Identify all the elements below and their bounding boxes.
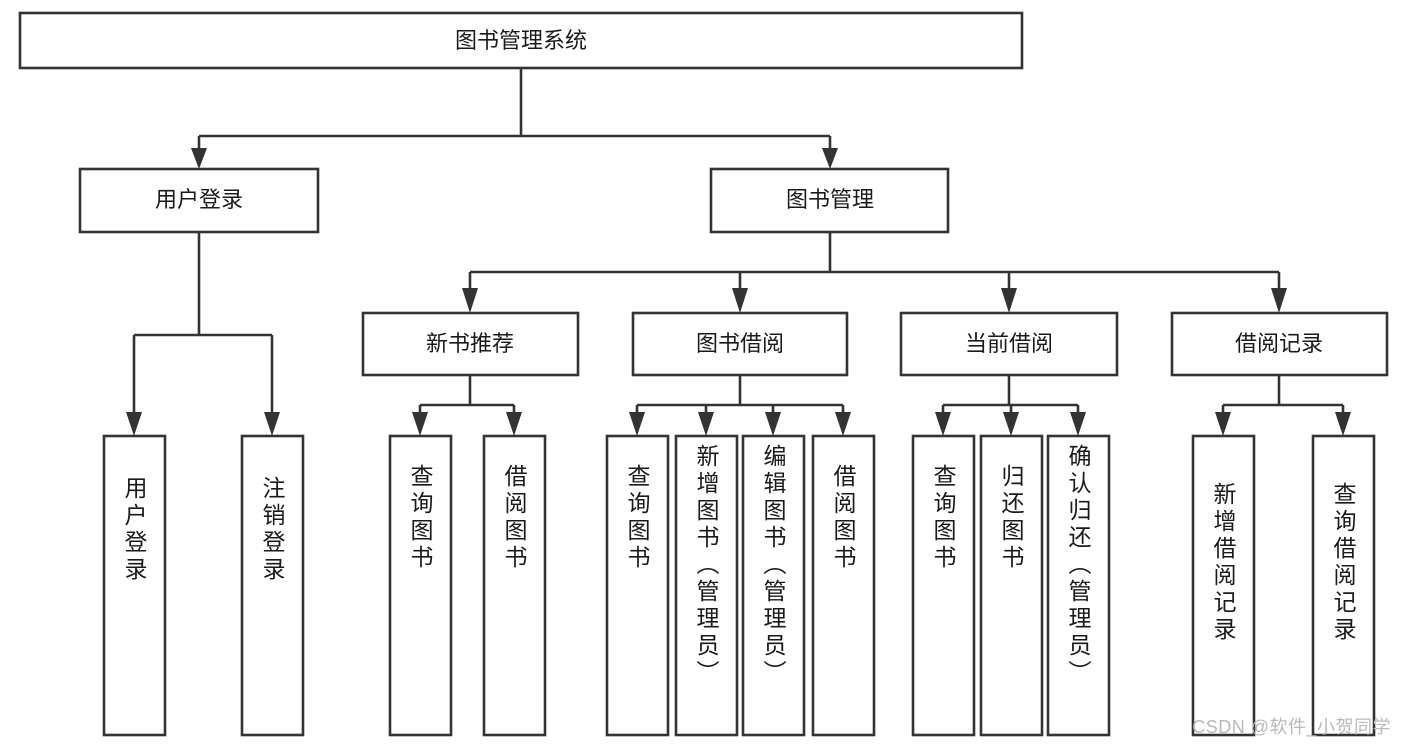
node-leaf-add-record-box[interactable] [1191,434,1256,737]
arrow-to-book-borrow-icon [732,288,748,313]
node-borrow-record[interactable]: 借阅记录 [1170,311,1389,377]
edge-group-root-to-level2 [191,68,838,169]
arrow-new-book-rec-leaf-1-icon [412,412,428,436]
node-book-borrow-label: 图书借阅 [696,331,784,356]
node-leaf-user-login-label: 用户登录 [121,476,148,584]
node-current-borrow[interactable]: 当前借阅 [899,311,1119,377]
arrow-to-current-borrow-icon [1001,288,1017,313]
node-leaf-edit-book[interactable]: 编辑图书（管理员） [741,434,806,737]
node-leaf-add-book-label: 新增图书（管理员） [693,444,720,687]
edge-group-user-login-to-leaves [126,232,280,436]
arrow-current-borrow-leaf-3-icon [1070,412,1086,436]
arrow-root-to-user-login-icon [191,148,207,169]
node-leaf-add-book-box[interactable] [674,434,739,737]
arrow-user-login-to-leaf-1-icon [126,412,142,436]
node-borrow-record-label: 借阅记录 [1235,331,1323,356]
node-leaf-query-book-3-label: 查询图书 [930,464,957,572]
node-book-manage-label: 图书管理 [786,187,874,212]
node-new-book-rec-box[interactable] [361,311,580,377]
arrow-book-borrow-leaf-3-icon [765,412,781,436]
edge-group-book-borrow-to-leaves [629,375,851,436]
node-leaf-query-book-2-label: 查询图书 [624,464,651,572]
node-leaf-borrow-book-1-box[interactable] [482,434,547,737]
node-leaf-borrow-book-2-box[interactable] [811,434,876,737]
node-root[interactable]: 图书管理系统 [18,11,1024,70]
node-new-book-rec-label: 新书推荐 [426,331,514,356]
node-leaf-query-book-1-box[interactable] [388,434,453,737]
node-leaf-borrow-book-1-label: 借阅图书 [501,464,528,572]
arrow-to-new-book-rec-icon [462,288,478,313]
node-leaf-edit-book-label: 编辑图书（管理员） [760,444,787,687]
node-leaf-confirm-return-label: 确认归还（管理员） [1065,444,1092,687]
node-leaf-user-login[interactable]: 用户登录 [102,434,167,737]
node-book-borrow[interactable]: 图书借阅 [631,311,849,377]
node-leaf-edit-book-box[interactable] [741,434,806,737]
node-leaf-user-logout[interactable]: 注销登录 [240,434,305,737]
node-leaf-borrow-book-1[interactable]: 借阅图书 [482,434,547,737]
node-leaf-confirm-return-box[interactable] [1046,434,1111,737]
node-book-manage[interactable]: 图书管理 [709,167,950,234]
node-leaf-query-book-2[interactable]: 查询图书 [605,434,670,737]
node-leaf-add-record[interactable]: 新增借阅记录 [1191,434,1256,737]
arrow-borrow-record-leaf-2-icon [1335,412,1351,436]
node-leaf-query-book-2-box[interactable] [605,434,670,737]
node-root-label: 图书管理系统 [455,28,587,53]
node-new-book-rec[interactable]: 新书推荐 [361,311,580,377]
arrow-new-book-rec-leaf-2-icon [506,412,522,436]
node-user-login[interactable]: 用户登录 [78,167,320,234]
node-leaf-query-book-3-box[interactable] [911,434,976,737]
node-borrow-record-box[interactable] [1170,311,1389,377]
node-leaf-borrow-book-2[interactable]: 借阅图书 [811,434,876,737]
arrow-to-borrow-record-icon [1271,288,1287,313]
edge-group-borrow-record-to-leaves [1215,375,1351,436]
node-leaf-query-record[interactable]: 查询借阅记录 [1311,434,1376,737]
node-leaf-confirm-return[interactable]: 确认归还（管理员） [1046,434,1111,737]
node-book-manage-box[interactable] [709,167,950,234]
node-leaf-user-login-box[interactable] [102,434,167,737]
arrow-book-borrow-leaf-1-icon [629,412,645,436]
node-root-box[interactable] [18,11,1024,70]
node-leaf-user-logout-box[interactable] [240,434,305,737]
node-leaf-query-book-1[interactable]: 查询图书 [388,434,453,737]
node-leaf-return-book[interactable]: 归还图书 [979,434,1044,737]
node-leaf-query-book-3[interactable]: 查询图书 [911,434,976,737]
arrow-user-login-to-leaf-2-icon [264,412,280,436]
arrow-root-to-book-manage-icon [822,148,838,169]
node-current-borrow-box[interactable] [899,311,1119,377]
node-leaf-user-logout-label: 注销登录 [259,476,286,584]
node-leaf-borrow-book-2-label: 借阅图书 [830,464,857,572]
node-book-borrow-box[interactable] [631,311,849,377]
node-user-login-label: 用户登录 [155,187,243,212]
node-leaf-return-book-box[interactable] [979,434,1044,737]
node-leaf-query-book-1-label: 查询图书 [407,464,434,572]
arrow-borrow-record-leaf-1-icon [1215,412,1231,436]
edge-group-book-manage-to-level3 [462,232,1287,313]
node-user-login-box[interactable] [78,167,320,234]
node-leaf-add-record-label: 新增借阅记录 [1210,482,1237,644]
node-current-borrow-label: 当前借阅 [965,331,1053,356]
node-leaf-return-book-label: 归还图书 [998,464,1025,572]
arrow-book-borrow-leaf-2-icon [698,412,714,436]
arrow-current-borrow-leaf-1-icon [935,412,951,436]
edge-group-new-book-rec-to-leaves [412,375,522,436]
node-leaf-add-book[interactable]: 新增图书（管理员） [674,434,739,737]
arrow-current-borrow-leaf-2-icon [1003,412,1019,436]
node-leaf-query-record-box[interactable] [1311,434,1376,737]
edge-group-current-borrow-to-leaves [935,375,1086,436]
node-leaf-query-record-label: 查询借阅记录 [1330,482,1357,644]
arrow-book-borrow-leaf-4-icon [835,412,851,436]
